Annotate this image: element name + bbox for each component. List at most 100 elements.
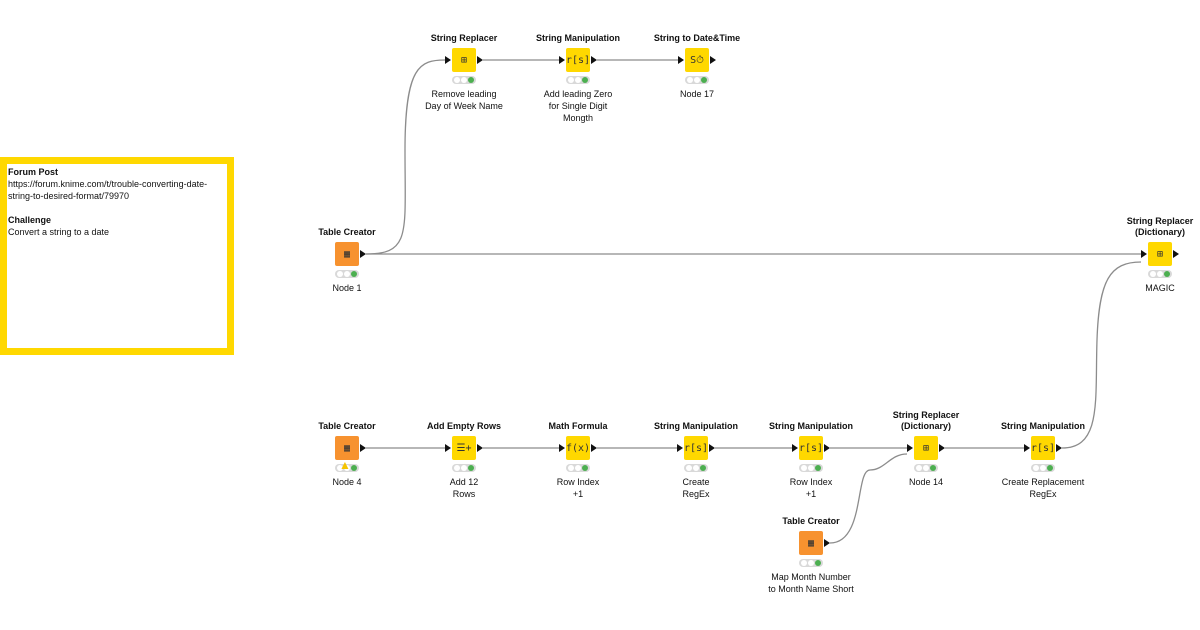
node-label-line: Node 4	[332, 477, 362, 487]
node-label[interactable]: Node 17	[632, 88, 762, 100]
icon-glyph: r[s]	[565, 54, 591, 66]
connection[interactable]	[829, 453, 908, 544]
dictionary-replacer-icon[interactable]: ⊞	[1141, 242, 1179, 266]
math-formula-icon[interactable]: f(x)	[559, 436, 597, 460]
input-port[interactable]	[907, 444, 913, 452]
icon-glyph: f(x)	[565, 442, 591, 454]
node-status-lights	[685, 76, 709, 84]
node-title-line: Math Formula	[548, 421, 608, 431]
node-label-line: Rows	[452, 489, 476, 499]
node-label[interactable]: Node 1	[282, 282, 412, 294]
input-port[interactable]	[559, 56, 565, 64]
node-title-line: String Manipulation	[536, 33, 620, 43]
node-title: String Manipulation	[978, 421, 1108, 432]
node-title: String Manipulation	[631, 421, 761, 432]
output-port[interactable]	[1056, 444, 1062, 452]
string-to-date-icon[interactable]: S⏱	[678, 48, 716, 72]
output-port[interactable]	[477, 56, 483, 64]
connection[interactable]	[1061, 261, 1142, 449]
output-port[interactable]	[360, 444, 366, 452]
table-creator-icon[interactable]: ▦	[335, 436, 366, 460]
node-label-line: Add 12	[449, 477, 479, 487]
node-math-formula[interactable]: Math Formula f(x) Row Index+1	[513, 421, 643, 500]
node-title-line: (Dictionary)	[900, 421, 951, 431]
annotation-heading-forum: Forum Post	[8, 167, 59, 177]
node-label-line: Remove leading	[431, 89, 497, 99]
input-port[interactable]	[1024, 444, 1030, 452]
node-label[interactable]: Add 12 Rows	[399, 476, 529, 500]
dictionary-replacer-icon[interactable]: ⊞	[907, 436, 945, 460]
node-label[interactable]: Row Index+1	[513, 476, 643, 500]
string-manipulation-icon[interactable]: r[s]	[1024, 436, 1062, 460]
connection[interactable]	[365, 59, 446, 255]
output-port[interactable]	[360, 250, 366, 258]
output-port[interactable]	[591, 56, 597, 64]
node-string-replacer-dictionary-[interactable]: String Replacer(Dictionary)⊞Node 14	[861, 410, 991, 488]
string-manipulation-icon[interactable]: r[s]	[559, 48, 597, 72]
node-label[interactable]: Node 4	[282, 476, 412, 488]
node-title: Math Formula	[513, 421, 643, 432]
input-port[interactable]	[445, 56, 451, 64]
input-port[interactable]	[677, 444, 683, 452]
node-title-line: String Replacer	[430, 33, 498, 43]
node-label[interactable]: Node 14	[861, 476, 991, 488]
node-label-line: +1	[805, 489, 817, 499]
node-title: String Manipulation	[513, 33, 643, 44]
output-port[interactable]	[710, 56, 716, 64]
output-port[interactable]	[709, 444, 715, 452]
node-status-lights	[566, 464, 590, 472]
input-port[interactable]	[445, 444, 451, 452]
output-port[interactable]	[824, 444, 830, 452]
icon-glyph: S⏱	[690, 54, 704, 66]
node-status-lights	[452, 464, 476, 472]
string-replacer-icon[interactable]: ⊞	[445, 48, 483, 72]
icon-glyph: ⊞	[1156, 248, 1164, 260]
table-creator-icon[interactable]: ▦	[799, 531, 830, 555]
node-status-lights	[684, 464, 708, 472]
node-title: String Replacer	[399, 33, 529, 44]
node-title-line: (Dictionary)	[1134, 227, 1185, 237]
warning-icon: ▲	[339, 458, 351, 472]
output-port[interactable]	[591, 444, 597, 452]
output-port[interactable]	[1173, 250, 1179, 258]
node-label-line: for Single Digit	[548, 101, 608, 111]
node-label[interactable]: MAGIC	[1095, 282, 1200, 294]
node-table-creator[interactable]: Table Creator ▦▲ Node 4	[282, 421, 412, 488]
input-port[interactable]	[559, 444, 565, 452]
node-string-replacer-dictionary-[interactable]: String Replacer(Dictionary) ⊞ MAGIC	[1095, 216, 1200, 294]
node-string-manipulation[interactable]: String Manipulation r[s] Create Replacemen…	[978, 421, 1108, 500]
node-string-manipulation[interactable]: String Manipulation r[s] Row Index+1	[746, 421, 876, 500]
input-port[interactable]	[1141, 250, 1147, 258]
icon-glyph: r[s]	[798, 442, 824, 454]
string-manipulation-icon[interactable]: r[s]	[677, 436, 715, 460]
node-table-creator[interactable]: Table Creator ▦ Node 1	[282, 227, 412, 294]
workflow-annotation[interactable]: Forum Post https://forum.knime.com/t/tro…	[0, 157, 234, 355]
node-title: String Replacer(Dictionary)	[1095, 216, 1200, 238]
node-label[interactable]: Row Index+1	[746, 476, 876, 500]
input-port[interactable]	[678, 56, 684, 64]
table-creator-icon[interactable]: ▦	[335, 242, 366, 266]
node-label-line: Map Month Number	[771, 572, 851, 582]
node-label-line: Mongth	[562, 113, 594, 123]
output-port[interactable]	[824, 539, 830, 547]
output-port[interactable]	[477, 444, 483, 452]
output-port[interactable]	[939, 444, 945, 452]
node-label-line: Node 17	[679, 89, 715, 99]
node-title-line: Table Creator	[318, 421, 376, 431]
input-port[interactable]	[792, 444, 798, 452]
add-empty-rows-icon[interactable]: ☰+	[445, 436, 483, 460]
string-manipulation-icon[interactable]: r[s]	[792, 436, 830, 460]
node-title: Table Creator	[282, 227, 412, 238]
node-title-line: String Manipulation	[769, 421, 853, 431]
